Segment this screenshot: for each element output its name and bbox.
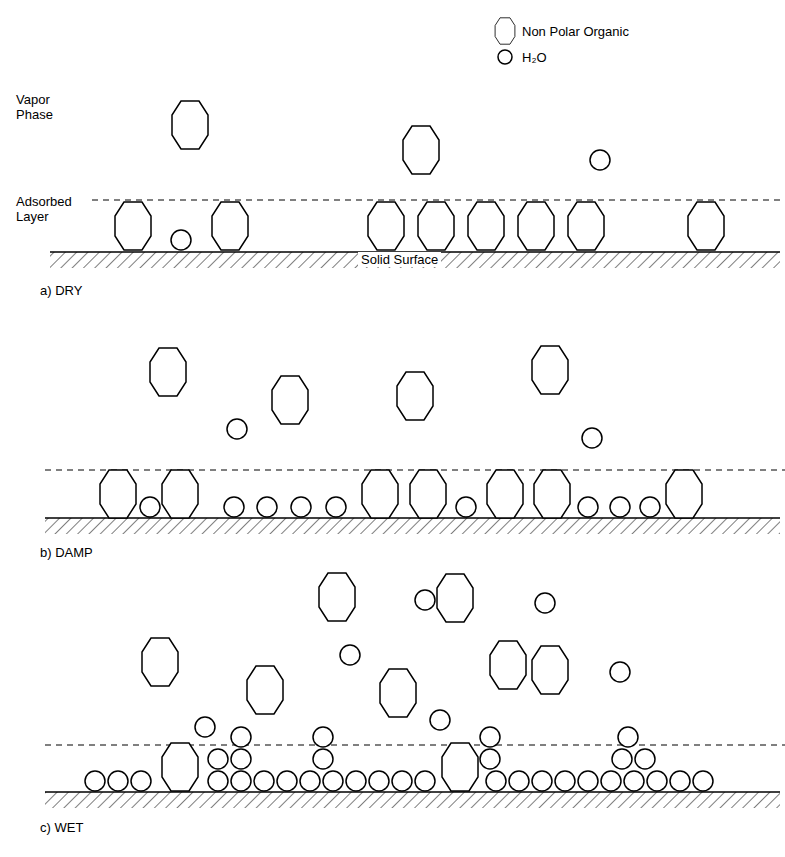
region-label: Vapor Phase <box>16 92 64 122</box>
surface-label: Solid Surface <box>358 252 441 267</box>
panel-damp <box>45 346 785 534</box>
panel-wet <box>45 573 785 808</box>
legend-text: H₂O <box>522 50 547 65</box>
legend-samples <box>495 18 515 64</box>
panel-label: a) DRY <box>40 283 82 298</box>
legend-text: Non Polar Organic <box>522 24 629 39</box>
panel-label: c) WET <box>40 820 83 835</box>
panel-label: b) DAMP <box>40 545 93 560</box>
panel-dry <box>50 101 785 268</box>
region-label: Adsorbed Layer <box>16 194 88 224</box>
